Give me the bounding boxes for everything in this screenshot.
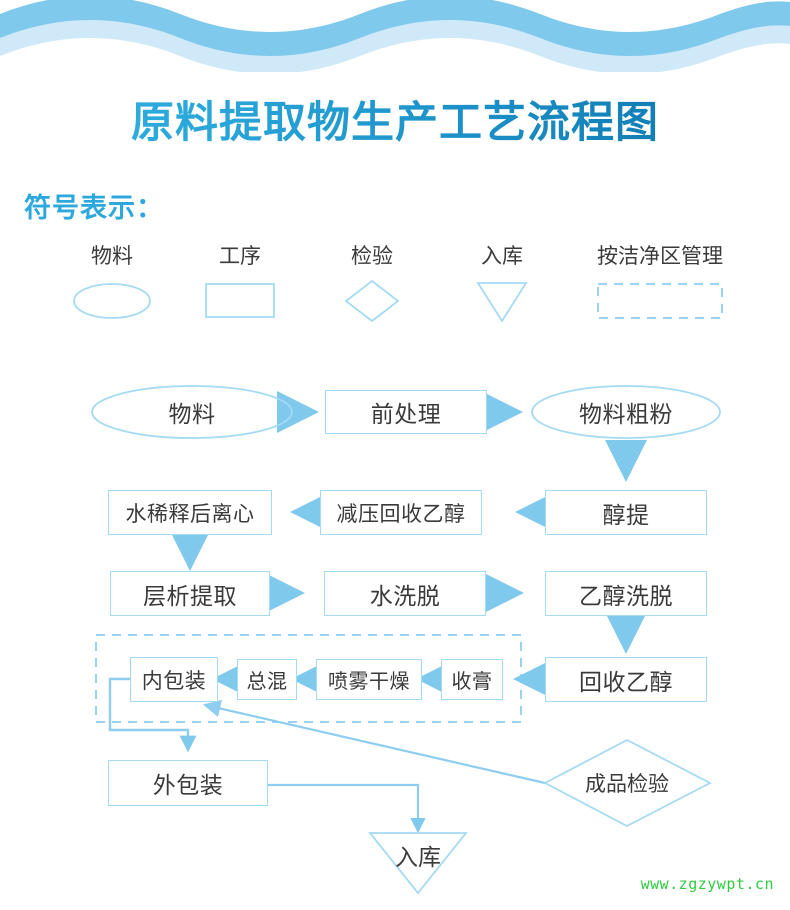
node-label-waibaozhuang: 外包装 [152, 772, 224, 798]
node-label-huishouyichun: 回收乙醇 [579, 668, 673, 695]
edge-waibaozhuang-to-ruku [268, 783, 426, 834]
legend-item-cleanzone: 按洁净区管理 [560, 244, 760, 324]
node-neibaozhuang[interactable]: 内包装 [130, 657, 218, 702]
node-jianyahuishou[interactable]: 减压回收乙醇 [320, 490, 482, 535]
node-chengpinjianyan[interactable]: 成品检验 [556, 763, 698, 803]
wave-band-dark [0, 0, 790, 56]
node-waibaozhuang[interactable]: 外包装 [108, 760, 268, 806]
legend-heading: 符号表示： [24, 193, 164, 223]
node-label-penwu: 喷雾干燥 [328, 671, 410, 693]
legend-item-process: 工序 [180, 244, 300, 324]
triangle-down-icon [476, 282, 528, 323]
node-label-shuixishi: 水稀释后离心 [125, 502, 255, 526]
legend-shape-cleanzone [560, 278, 760, 324]
legend-shape-inspection [312, 278, 432, 324]
rectangle-icon [205, 283, 275, 318]
node-label-jianyahuishou: 减压回收乙醇 [336, 502, 466, 526]
node-shuixishi[interactable]: 水稀释后离心 [108, 490, 272, 535]
node-wuliaocufen[interactable]: 物料粗粉 [532, 390, 720, 434]
legend-label-process: 工序 [219, 245, 261, 268]
legend-item-inspection: 检验 [312, 244, 432, 324]
node-label-shuixituo: 水洗脱 [369, 582, 441, 609]
wave-band-light [0, 8, 790, 72]
node-zonghun[interactable]: 总混 [237, 659, 297, 700]
legend-shape-material [52, 278, 172, 324]
ellipse-icon [73, 283, 151, 319]
dashed-rectangle-icon [597, 283, 723, 319]
node-label-qianchuli: 前处理 [370, 401, 442, 427]
node-label-neibaozhuang: 内包装 [141, 669, 207, 693]
node-label-zonghun: 总混 [246, 671, 288, 693]
node-penwu[interactable]: 喷雾干燥 [316, 659, 422, 700]
node-cengxi[interactable]: 层析提取 [110, 571, 270, 616]
node-yichunxituo[interactable]: 乙醇洗脱 [545, 571, 707, 616]
page-title: 原料提取物生产工艺流程图 [0, 95, 790, 151]
node-ruku[interactable]: 入库 [378, 838, 458, 872]
legend-label-material: 物料 [91, 245, 133, 268]
node-shougao[interactable]: 收膏 [441, 659, 503, 700]
node-chunti[interactable]: 醇提 [545, 490, 707, 535]
diamond-icon [344, 279, 400, 323]
legend-label-cleanzone: 按洁净区管理 [597, 245, 723, 268]
node-label-chengpinjianyan: 成品检验 [585, 773, 669, 796]
node-label-shougao: 收膏 [451, 671, 493, 693]
node-label-wuliao: 物料 [168, 401, 216, 427]
legend-item-warehouse: 入库 [442, 244, 562, 324]
legend-label-warehouse: 入库 [481, 245, 523, 268]
node-label-chunti: 醇提 [602, 501, 650, 528]
node-qianchuli[interactable]: 前处理 [325, 390, 487, 434]
legend-item-material: 物料 [52, 244, 172, 324]
node-shuixituo[interactable]: 水洗脱 [324, 571, 486, 616]
wave-graphic [0, 0, 790, 72]
legend-shape-process [180, 278, 300, 324]
site-watermark: www.zgzywpt.cn [640, 875, 774, 893]
node-label-wuliaocufen: 物料粗粉 [579, 401, 673, 427]
header-wave-banner [0, 0, 790, 72]
node-huishouyichun[interactable]: 回收乙醇 [545, 657, 707, 702]
legend-shape-warehouse [442, 278, 562, 324]
node-label-cengxi: 层析提取 [143, 582, 237, 609]
node-wuliao[interactable]: 物料 [92, 390, 292, 434]
node-label-ruku: 入库 [395, 844, 441, 870]
legend-label-inspection: 检验 [351, 245, 393, 268]
node-label-yichunxituo: 乙醇洗脱 [579, 582, 673, 609]
